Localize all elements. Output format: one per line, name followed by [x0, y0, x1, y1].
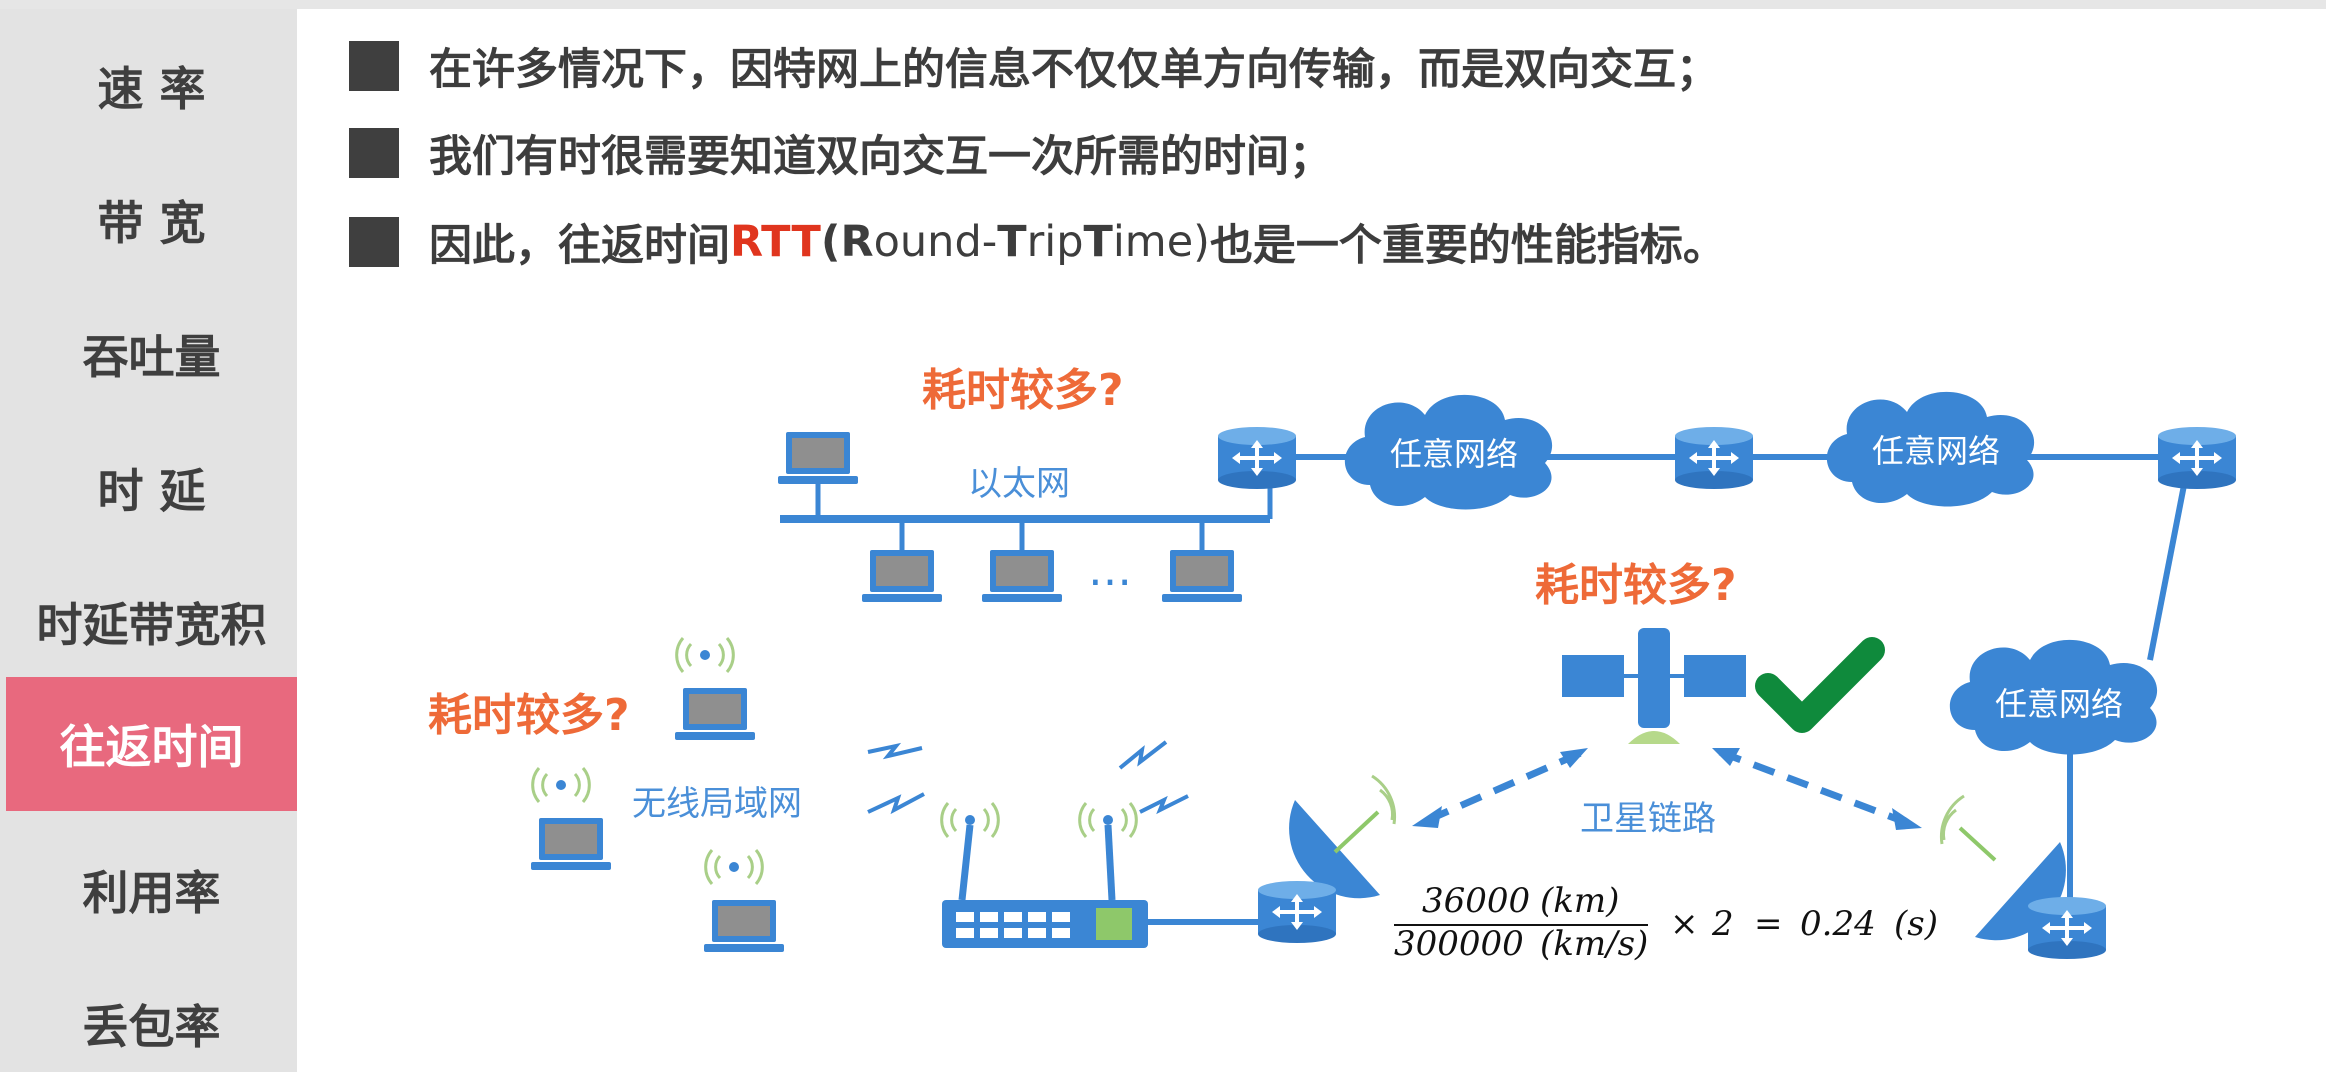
wireless-lan: 无线局域网 耗时较多?	[428, 636, 1189, 952]
warning-wlan: 耗时较多?	[428, 690, 630, 741]
sidebar-item-throughput[interactable]: 吞吐量	[6, 287, 297, 421]
bullet-square-icon	[349, 41, 399, 91]
rtt-T2: T	[1083, 217, 1113, 267]
cloud-label: 任意网络	[1872, 432, 2000, 470]
rtt-formula: 36000 (km) 300000 (km/s) × 2 = 0.24 (s)	[1394, 881, 1938, 964]
sidebar-item-label: 时 延	[97, 464, 206, 518]
wifi-icon	[704, 848, 764, 886]
ethernet-label: 以太网	[968, 464, 1070, 504]
sidebar-item-label: 丢包率	[82, 1000, 221, 1054]
satellite-dish-icon	[1289, 774, 1397, 899]
sidebar-item-label: 速 率	[97, 62, 206, 116]
signal-bolts	[867, 740, 1189, 815]
slide-content: 在许多情况下，因特网上的信息不仅仅单方向传输，而是双向交互； 我们有时很需要知道…	[297, 9, 2326, 1072]
formula-times: ×	[1670, 904, 1699, 944]
bullet-text: 我们有时很需要知道双向交互一次所需的时间；	[429, 132, 1332, 182]
router-icon	[1216, 425, 1298, 491]
laptop-icon	[982, 519, 1062, 602]
laptop-icon	[778, 432, 858, 519]
satellite-icon	[1562, 628, 1746, 744]
sidebar-item-delay-bandwidth-product[interactable]: 时延带宽积	[6, 555, 297, 689]
wireless-router-icon	[940, 801, 1260, 948]
laptop-icon	[675, 688, 755, 740]
sidebar-item-label: 时延带宽积	[36, 598, 267, 652]
bullet-text: 在许多情况下，因特网上的信息不仅仅单方向传输，而是双向交互；	[429, 45, 1719, 95]
sidebar-item-rate[interactable]: 速 率	[6, 19, 297, 153]
bullet-text-suffix: 也是一个重要的性能指标。	[1209, 221, 1726, 271]
laptop-icon	[531, 818, 611, 870]
sidebar-item-label: 往返时间	[59, 720, 244, 774]
bullet-square-icon	[349, 128, 399, 178]
sidebar-item-label: 吞吐量	[82, 330, 221, 384]
sidebar-item-packet-loss[interactable]: 丢包率	[6, 957, 297, 1091]
warning-satellite: 耗时较多?	[1535, 560, 1737, 611]
sidebar: 速 率 带 宽 吞吐量 时 延 时延带宽积 往返时间 利用率 丢包率	[0, 9, 297, 1072]
bullet-2: 我们有时很需要知道双向交互一次所需的时间；	[349, 123, 1332, 183]
check-icon	[1755, 637, 1885, 733]
backbone: 任意网络 任意网络 任意网络	[1216, 391, 2238, 900]
formula-result-unit: (s)	[1894, 904, 1938, 944]
wlan-label: 无线局域网	[632, 784, 802, 824]
rtt-R: R	[840, 217, 874, 267]
satellite-link: 卫星链路 耗时较多?	[1256, 560, 2108, 961]
router-icon	[2156, 425, 2238, 491]
wifi-icon	[531, 766, 591, 804]
sidebar-item-rtt[interactable]: 往返时间	[6, 677, 297, 811]
warning-ethernet: 耗时较多?	[922, 365, 1124, 416]
rtt-paren: (	[820, 217, 841, 267]
ethernet-lan: … 以太网 耗时较多?	[778, 365, 1273, 602]
rtt-rip: rip	[1026, 217, 1084, 267]
sidebar-item-label: 利用率	[82, 866, 221, 920]
formula-result: 0.24	[1800, 904, 1876, 944]
laptop-icon	[1162, 519, 1242, 602]
rtt-ime: ime)	[1112, 217, 1210, 267]
formula-denominator-unit: (km/s)	[1540, 924, 1648, 964]
bullet-1: 在许多情况下，因特网上的信息不仅仅单方向传输，而是双向交互；	[349, 36, 1719, 96]
sidebar-item-delay[interactable]: 时 延	[6, 421, 297, 555]
formula-numerator-value: 36000	[1422, 881, 1530, 921]
formula-two: 2	[1711, 904, 1734, 944]
ellipsis: …	[1088, 545, 1132, 596]
rtt-ound: ound-	[873, 217, 998, 267]
sidebar-item-label: 带 宽	[97, 196, 206, 250]
router-icon	[1673, 425, 1755, 491]
sidebar-item-bandwidth[interactable]: 带 宽	[6, 153, 297, 287]
cloud-label: 任意网络	[1995, 685, 2123, 723]
rtt-T1: T	[997, 217, 1027, 267]
satellite-label: 卫星链路	[1580, 799, 1716, 839]
formula-numerator-unit: (km)	[1540, 881, 1619, 921]
formula-denominator-value: 300000	[1394, 924, 1524, 964]
bullet-text: 因此，往返时间	[429, 221, 730, 271]
router-icon	[2026, 895, 2108, 961]
rtt-acronym: RTT	[730, 217, 821, 267]
bullet-square-icon	[349, 217, 399, 267]
formula-equals: =	[1754, 904, 1783, 944]
top-bar	[0, 0, 2326, 9]
sidebar-item-utilization[interactable]: 利用率	[6, 823, 297, 957]
wifi-icon	[675, 636, 735, 674]
router-icon	[1256, 879, 1338, 945]
laptop-icon	[704, 900, 784, 952]
laptop-icon	[862, 519, 942, 602]
cloud-label: 任意网络	[1390, 435, 1518, 473]
